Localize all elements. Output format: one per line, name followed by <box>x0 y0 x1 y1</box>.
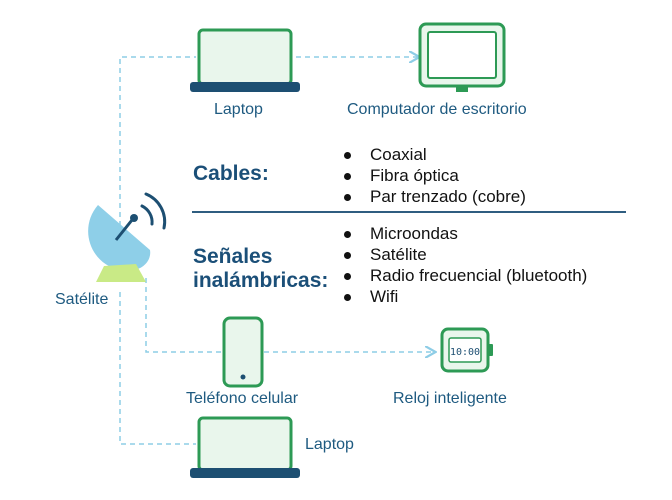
laptop-top-icon <box>190 28 300 92</box>
cables-heading: Cables: <box>193 162 269 185</box>
list-item: Coaxial <box>340 144 526 165</box>
connector-satellite-to-phone <box>145 278 222 353</box>
connector-satellite-to-laptop-top <box>119 56 196 235</box>
connector-satellite-to-laptop-bottom <box>119 292 196 445</box>
list-item: Par trenzado (cobre) <box>340 186 526 207</box>
section-divider <box>192 211 626 213</box>
wireless-list: Microondas Satélite Radio frecuencial (b… <box>340 223 587 307</box>
list-item: Satélite <box>340 244 587 265</box>
list-item: Microondas <box>340 223 587 244</box>
wireless-heading-line1: Señales <box>193 245 273 268</box>
phone-icon <box>222 316 264 388</box>
smart-watch-icon: 10:00 <box>440 327 493 373</box>
cables-list: Coaxial Fibra óptica Par trenzado (cobre… <box>340 144 526 207</box>
desktop-monitor-icon <box>418 22 506 92</box>
label-satellite: Satélite <box>55 291 109 308</box>
list-item: Wifi <box>340 286 587 307</box>
list-item: Radio frecuencial (bluetooth) <box>340 265 587 286</box>
label-laptop-bottom: Laptop <box>305 436 354 453</box>
watch-display: 10:00 <box>450 347 480 358</box>
list-item: Fibra óptica <box>340 165 526 186</box>
label-phone: Teléfono celular <box>186 390 299 407</box>
wireless-heading-line2: inalámbricas: <box>193 269 329 292</box>
laptop-bottom-icon <box>190 416 300 478</box>
label-laptop-top: Laptop <box>214 101 263 118</box>
label-desktop: Computador de escritorio <box>347 101 527 118</box>
wireless-heading: Señales inalámbricas: <box>193 245 328 293</box>
label-watch: Reloj inteligente <box>393 390 507 407</box>
satellite-dish-icon <box>88 192 167 282</box>
